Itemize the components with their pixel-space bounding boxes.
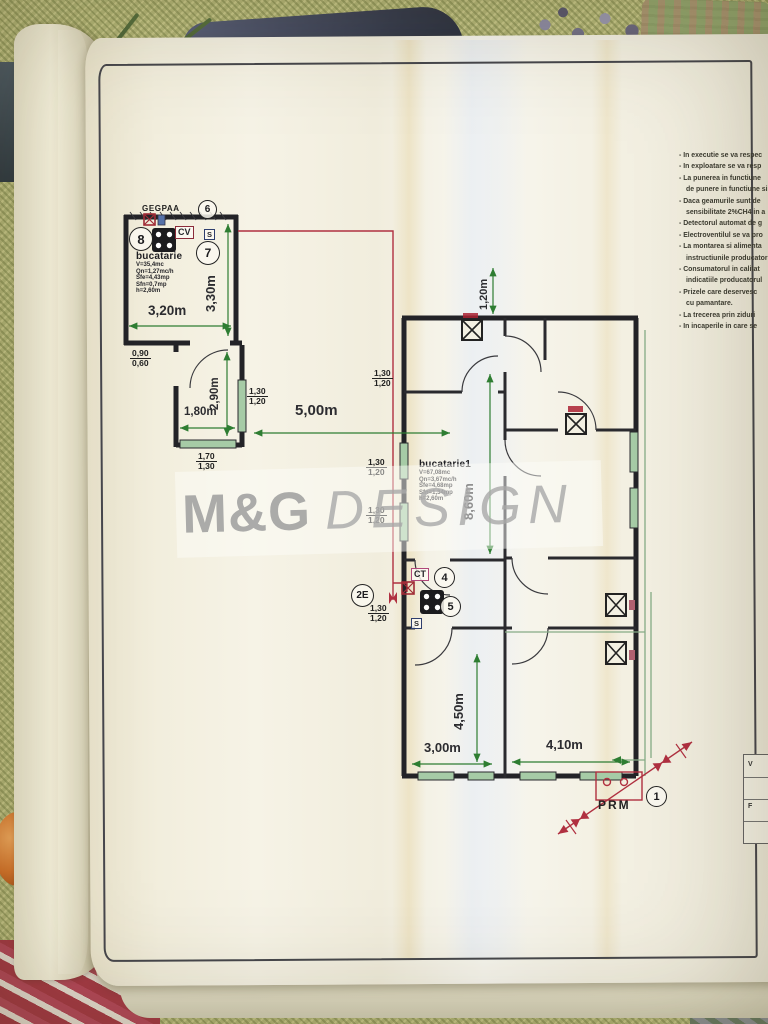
dim-annex-width: 3,20m <box>148 303 187 318</box>
note-line: - Electroventilul se va pro <box>679 231 763 239</box>
note-line: de punere in functiune si <box>686 186 768 194</box>
title-block-line <box>744 777 768 778</box>
title-block-partial: V F <box>743 754 768 844</box>
badge-6: 6 <box>198 200 217 219</box>
watermark-mg: M&G <box>181 481 312 545</box>
note-line: instructiunile producator <box>686 254 768 262</box>
annex-room-label: bucatarie <box>136 251 183 262</box>
note-line: - Consumatorul in calitat <box>679 266 760 274</box>
door-arcs <box>189 335 597 666</box>
dim-room2-width: 4,10m <box>546 737 583 752</box>
windows <box>179 379 639 781</box>
main-specs: V=67,08mc Qn=3,67mc/h Sfe=4,68mp Sfn=1,3… <box>419 470 457 503</box>
pipe-valve-icon <box>389 592 672 828</box>
annex-header-label: GEGPAA <box>142 204 180 213</box>
note-line: - La montarea si alimenta <box>679 243 762 251</box>
dim-room1-width: 3,00m <box>424 740 461 755</box>
prm-box <box>595 771 643 801</box>
dim-room-height: 4,50m <box>451 693 466 730</box>
note-line: - Prizele care deservesc <box>679 288 758 296</box>
watermark-design: DESIGN <box>324 473 575 541</box>
note-line: cu pamantare. <box>686 300 733 308</box>
badge-2: 2E <box>351 584 374 607</box>
dim-hall-width: 1,80m <box>184 406 217 418</box>
title-block-letter: F <box>748 803 753 810</box>
stove-icon <box>152 228 444 614</box>
badge-7: 7 <box>196 241 220 265</box>
dim-annex-height: 3,30m <box>203 275 218 312</box>
sensor-box-label: S <box>204 229 216 241</box>
note-line: - Daca geamurile sunt de <box>679 197 761 205</box>
sensor-box-label: S <box>411 618 423 630</box>
watermark: M&G DESIGN <box>174 460 604 558</box>
note-line: sensibilitate 2%CH4 in a <box>686 209 766 217</box>
dim-gap: 5,00m <box>295 402 338 419</box>
dim-main-top: 1,20m <box>478 278 490 310</box>
note-line: - In executie se va respec <box>679 152 763 159</box>
note-line: - La punerea in functiune <box>679 174 761 182</box>
title-block-line <box>744 799 768 800</box>
prm-label: PRM <box>598 798 631 812</box>
title-block-letter: V <box>748 761 753 768</box>
badge-8: 8 <box>129 227 153 251</box>
main-room-label: bucatarie1 <box>419 459 472 470</box>
main-interior-walls <box>404 318 636 778</box>
badge-5: 5 <box>440 596 461 617</box>
badge-1: 1 <box>646 786 667 807</box>
gas-meter-icon <box>143 213 415 595</box>
ct-box-label: CT <box>411 568 429 582</box>
note-line: - La trecerea prin ziduri <box>679 311 756 319</box>
vent-grille-icon <box>461 313 635 665</box>
cv-box-label: CV <box>175 226 194 240</box>
annex-specs: V=35,4mc Qn=1,27mc/h Sfe=4,43mp Sfn=0,7m… <box>136 262 174 295</box>
dimension-lines <box>129 224 630 768</box>
curled-book-page-highlight <box>58 30 88 974</box>
note-line: indicatiile producatorul <box>686 277 763 285</box>
notes-list: - In executie se va respec - In exploata… <box>679 150 768 333</box>
title-block-line <box>744 821 768 822</box>
badge-4: 4 <box>434 567 455 588</box>
note-line: - In incaperile in care se <box>679 323 758 331</box>
note-line: - In exploatare se va resp <box>679 163 762 171</box>
note-line: - Detectorul automat de g <box>679 220 763 228</box>
